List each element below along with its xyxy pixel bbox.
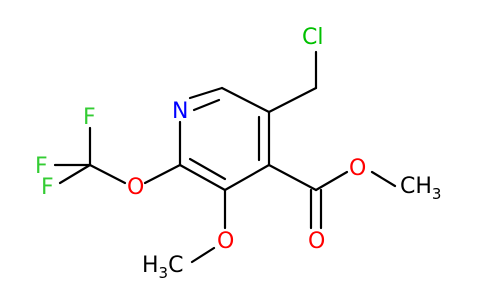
bond-c3-c2	[178, 163, 227, 192]
bond-cf3-f-bottom	[58, 163, 92, 185]
bond-c4-ccarbonyl	[267, 163, 318, 192]
oxygen-carbonyl-label: O	[308, 229, 325, 254]
bond-o-ether-cf3	[88, 163, 127, 185]
fluorine-left-label: F	[35, 154, 48, 179]
oxygen-ester-single-label: O	[349, 156, 366, 181]
bond-ccarbonyl-o-single	[314, 170, 349, 192]
oxygen-methoxy-label: O	[217, 229, 234, 254]
methyl-methoxy-subscript: 3	[159, 264, 169, 282]
bonds	[53, 50, 397, 264]
fluorine-bottom-label: F	[41, 175, 54, 200]
bond-n-c6-inner	[192, 98, 221, 112]
bond-o-single-ch3	[370, 170, 397, 188]
methyl-ester-ch: CH	[400, 174, 432, 199]
atom-labels: Cl N F F F O O O O CH3 H3C	[35, 25, 441, 282]
oxygen-ether-label: O	[127, 175, 144, 200]
methyl-ester-subscript: 3	[432, 185, 442, 203]
nitrogen-label: N	[172, 99, 188, 124]
bond-c2-o-ether	[143, 163, 182, 185]
chlorine-label: Cl	[302, 25, 323, 50]
fluorine-top-label: F	[83, 105, 96, 130]
bond-n-c6	[188, 86, 224, 100]
bond-c4-c3	[223, 163, 271, 192]
methyl-methoxy-h: H	[142, 253, 159, 278]
methyl-methoxy-label: H3C	[142, 253, 183, 282]
methyl-methoxy-c: C	[168, 253, 183, 278]
bond-c5-ch2	[267, 86, 318, 114]
bond-c3-c2-inner	[188, 157, 227, 181]
methyl-ester-label: CH3	[400, 174, 441, 203]
bond-o-methoxy-ch3	[190, 246, 216, 264]
bond-c6-c5	[220, 86, 271, 114]
